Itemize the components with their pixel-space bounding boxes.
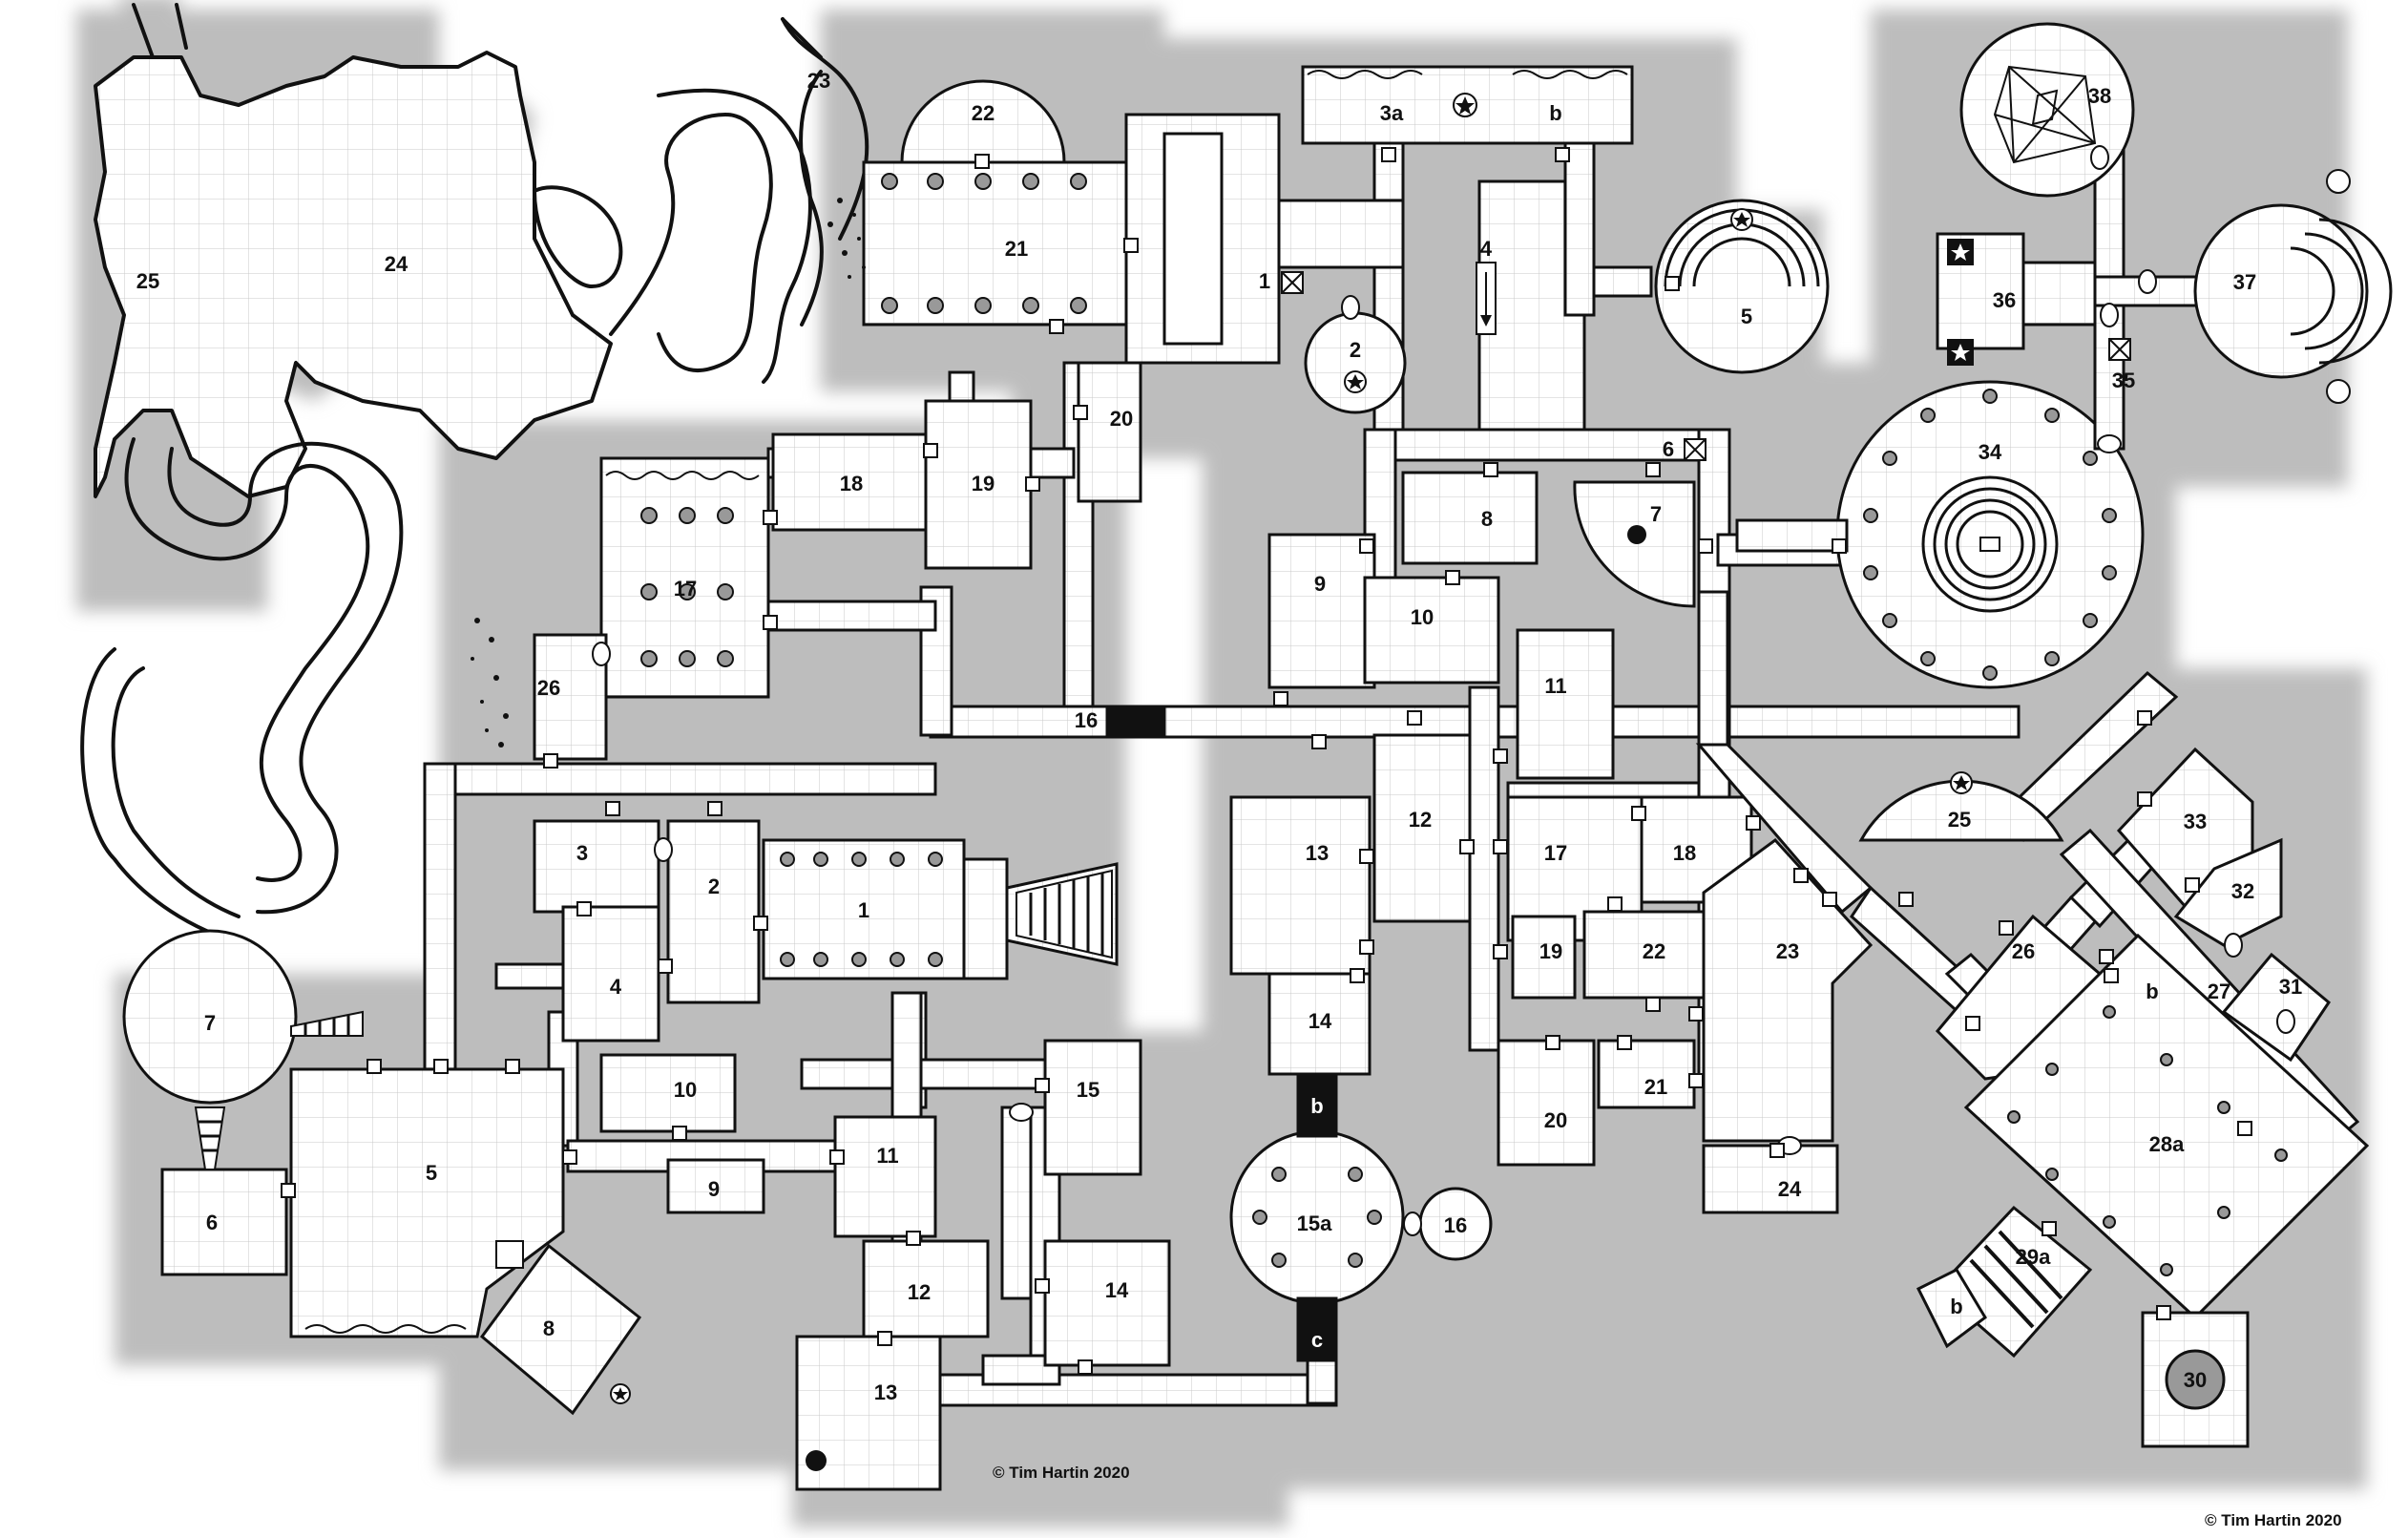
label-room-1: 1 (858, 898, 869, 922)
label-east-29a: 29a (2016, 1245, 2051, 1269)
label-east-27: 27 (2208, 980, 2230, 1003)
secret-door-markers (495, 145, 2295, 1269)
label-east-1: 1 (1259, 269, 1270, 293)
label-east-15b: b (1310, 1094, 1323, 1118)
caves (80, 3, 869, 947)
label-east-20: 20 (1544, 1108, 1567, 1132)
label-room-17: 17 (674, 577, 697, 600)
star-icon (1950, 771, 1973, 794)
label-room-14: 14 (1105, 1278, 1129, 1302)
label-room-8: 8 (543, 1317, 555, 1340)
copyright-east: © Tim Hartin 2020 (2205, 1511, 2342, 1529)
star-icon (1730, 208, 1753, 231)
label-room-22: 22 (972, 101, 995, 125)
label-east-13: 13 (1306, 841, 1329, 865)
star-icon (610, 1383, 631, 1404)
label-room-19: 19 (972, 472, 995, 495)
label-east-21: 21 (1644, 1075, 1667, 1099)
label-east-35: 35 (2112, 369, 2135, 392)
label-east-26: 26 (2012, 939, 2035, 963)
label-room-11: 11 (876, 1144, 898, 1168)
label-east-8: 8 (1481, 507, 1493, 531)
label-east-6: 6 (1663, 437, 1674, 461)
label-room-12: 12 (908, 1280, 931, 1304)
star-icon (1453, 93, 1477, 117)
label-east-4: 4 (1480, 237, 1493, 261)
label-east-24: 24 (1778, 1177, 1802, 1201)
label-east-18: 18 (1673, 841, 1696, 865)
copyright-west: © Tim Hartin 2020 (993, 1464, 1130, 1482)
label-room-15: 15 (1077, 1078, 1099, 1102)
label-east-3a: 3a (1380, 101, 1404, 125)
label-east-11: 11 (1544, 674, 1566, 698)
label-east-3b: b (1549, 101, 1561, 125)
label-east-9: 9 (1314, 572, 1326, 596)
label-room-13: 13 (874, 1380, 897, 1404)
label-room-18: 18 (840, 472, 863, 495)
features (194, 65, 2393, 1471)
label-room-4: 4 (610, 975, 622, 999)
label-east-27b: b (2146, 980, 2158, 1003)
star-icon (1947, 239, 1974, 366)
label-east-12: 12 (1409, 808, 1432, 832)
label-east-10: 10 (1411, 605, 1434, 629)
x-box-icon (1281, 271, 2131, 461)
label-room-5: 5 (426, 1161, 437, 1185)
label-east-7: 7 (1650, 502, 1662, 526)
label-east-5: 5 (1741, 305, 1752, 328)
label-east-28a: 28a (2149, 1132, 2185, 1156)
label-east-23: 23 (1776, 939, 1799, 963)
stairs-west-1 (1016, 869, 1113, 959)
label-east-22: 22 (1643, 939, 1665, 963)
label-east-30: 30 (2184, 1368, 2207, 1392)
pit-icon (806, 1450, 827, 1471)
label-room-25: 25 (136, 269, 159, 293)
west-dungeon (122, 79, 2021, 1491)
label-east-15c: c (1311, 1328, 1323, 1352)
rubble (471, 198, 866, 748)
label-room-16: 16 (1075, 708, 1098, 732)
label-east-33: 33 (2184, 810, 2207, 833)
label-room-20: 20 (1110, 407, 1133, 431)
label-east-31: 31 (2279, 975, 2302, 999)
label-room-9: 9 (708, 1177, 720, 1201)
stairs-room-29 (1969, 1230, 2063, 1329)
label-room-6: 6 (206, 1211, 218, 1234)
label-east-38: 38 (2088, 84, 2111, 108)
label-east-17: 17 (1544, 841, 1567, 865)
label-room-2: 2 (708, 874, 720, 898)
pillars (640, 173, 2288, 1276)
east-labels: 1 2 3a b 4 5 6 7 8 9 10 11 12 13 14 15a … (1259, 84, 2342, 1529)
label-east-36: 36 (1993, 288, 2016, 312)
label-east-19: 19 (1539, 939, 1562, 963)
label-room-10: 10 (674, 1078, 697, 1102)
label-room-3: 3 (576, 841, 588, 865)
label-east-15a: 15a (1297, 1211, 1332, 1235)
arrow-down-icon (1476, 262, 1497, 335)
star-icon (1344, 370, 1367, 393)
label-east-16: 16 (1444, 1213, 1467, 1237)
label-east-2: 2 (1350, 338, 1361, 362)
doors (281, 147, 2252, 1375)
label-east-32: 32 (2231, 879, 2254, 903)
label-east-34: 34 (1979, 440, 2002, 464)
label-room-26: 26 (537, 676, 560, 700)
west-labels: 1 2 3 4 5 6 7 8 9 10 11 12 13 14 15 16 1… (136, 69, 1133, 1482)
label-room-7: 7 (204, 1011, 216, 1035)
label-east-29b: b (1950, 1295, 1962, 1318)
label-east-25: 25 (1948, 808, 1971, 832)
label-east-37: 37 (2233, 270, 2256, 294)
label-room-21: 21 (1005, 237, 1028, 261)
label-east-14: 14 (1309, 1009, 1332, 1033)
stairs-room-7 (194, 1010, 364, 1170)
label-room-23: 23 (807, 69, 830, 93)
label-room-24: 24 (385, 252, 408, 276)
pit-icon (1627, 525, 1646, 544)
